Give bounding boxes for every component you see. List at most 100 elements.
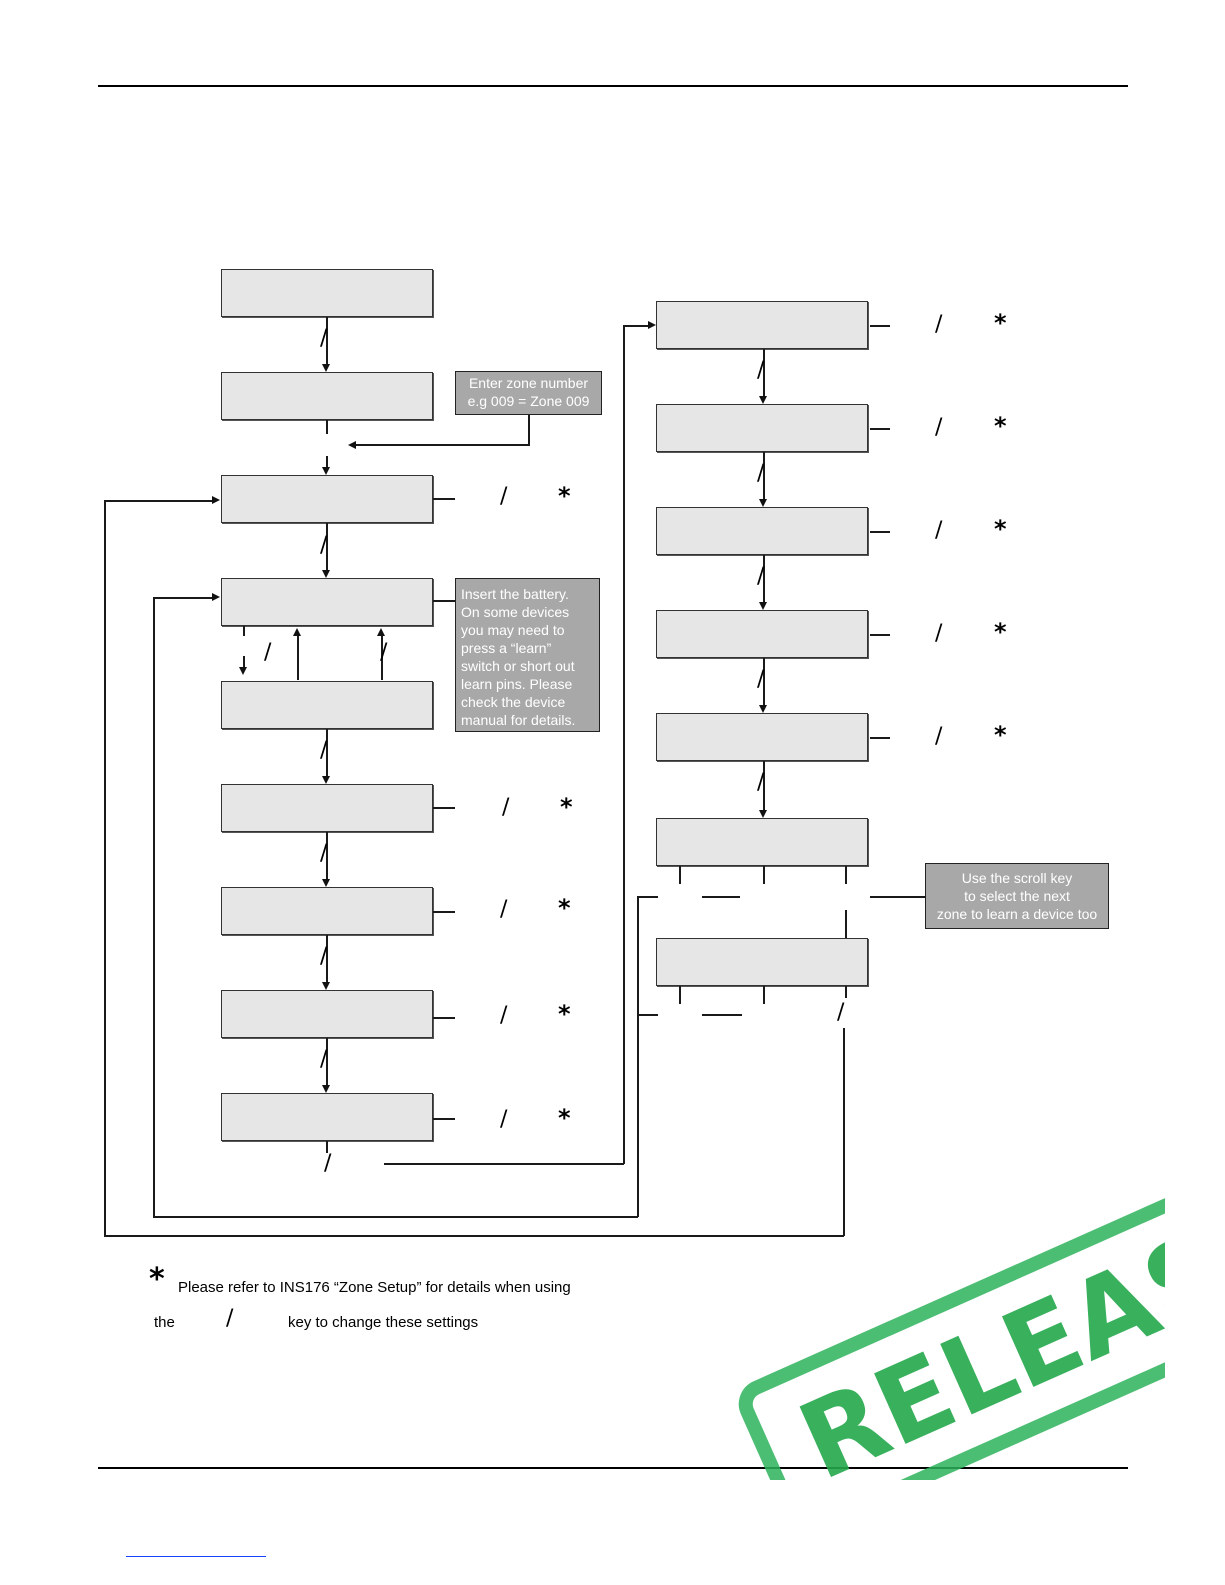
star-key-symbol: *: [994, 309, 1007, 337]
arrow-down-icon: [759, 499, 767, 507]
loop-line: [153, 597, 155, 1217]
slash-key-symbol: /: [757, 358, 765, 383]
loop-line: [623, 325, 625, 1164]
arrow-right-icon: [212, 496, 220, 504]
stamp-text: RELEASE: [782, 1178, 1165, 1480]
slash-key-symbol: /: [320, 841, 328, 866]
arrow-right-icon: [648, 321, 656, 329]
footnote-line-1: Please refer to INS176 “Zone Setup” for …: [178, 1279, 571, 1296]
connector: [433, 600, 455, 602]
footnote-line-2-end: key to change these settings: [288, 1314, 479, 1331]
loop-line: [637, 896, 639, 1217]
star-key-symbol: *: [558, 482, 571, 510]
slash-key-symbol: /: [935, 724, 943, 749]
connector: [243, 656, 245, 667]
connector: [528, 415, 530, 445]
arrow-down-icon: [322, 467, 330, 475]
loop-line: [104, 500, 213, 502]
note-line: Insert the battery.: [461, 586, 569, 602]
lcd-box-6: [221, 784, 433, 832]
slash-key-symbol: /: [226, 1306, 234, 1331]
note-zone-entry: Enter zone number e.g 009 = Zone 009: [455, 371, 602, 415]
connector: [702, 1014, 742, 1016]
arrow-up-icon: [377, 628, 385, 636]
connector: [870, 325, 890, 327]
slash-key-symbol: /: [837, 1000, 845, 1025]
note-line: press a “learn”: [461, 640, 552, 656]
star-key-symbol: *: [560, 793, 573, 821]
star-key-symbol: *: [994, 618, 1007, 646]
lcd-box-10: [656, 301, 868, 349]
connector: [381, 636, 383, 680]
loop-line: [104, 1235, 844, 1237]
note-line: check the device: [461, 694, 566, 710]
slash-key-symbol: /: [380, 640, 388, 665]
arrow-down-icon: [322, 364, 330, 372]
connector: [845, 910, 847, 938]
note-line: manual for details.: [461, 712, 576, 728]
loop-line: [153, 1216, 638, 1218]
loop-line: [843, 1028, 845, 1236]
note-scroll: Use the scroll key to select the next zo…: [925, 863, 1109, 929]
arrow-down-icon: [322, 1085, 330, 1093]
released-stamp: RELEASE: [738, 1165, 1165, 1480]
connector: [433, 1118, 455, 1120]
slash-key-symbol: /: [935, 621, 943, 646]
loop-line: [104, 500, 106, 1236]
connector: [326, 456, 328, 469]
star-key-symbol: *: [558, 894, 571, 922]
star-key-symbol: *: [558, 1104, 571, 1132]
connector: [763, 658, 765, 707]
arrow-down-icon: [759, 810, 767, 818]
loop-line: [384, 1163, 624, 1165]
slash-key-symbol: /: [500, 1107, 508, 1132]
note-line: learn pins. Please: [461, 676, 573, 692]
connector: [763, 986, 765, 1004]
arrow-down-icon: [759, 705, 767, 713]
note-line: switch or short out: [461, 658, 575, 674]
lcd-box-11: [656, 404, 868, 452]
lcd-box-2: [221, 372, 433, 420]
footer-link-underline: [126, 1556, 266, 1557]
connector: [763, 555, 765, 604]
note-line: you may need to: [461, 622, 565, 638]
connector: [243, 626, 245, 636]
slash-key-symbol: /: [757, 667, 765, 692]
connector: [870, 737, 890, 739]
slash-key-symbol: /: [935, 518, 943, 543]
connector: [326, 420, 328, 434]
slash-key-symbol: /: [320, 738, 328, 763]
connector: [326, 523, 328, 572]
slash-key-symbol: /: [757, 564, 765, 589]
connector: [638, 1014, 658, 1016]
connector: [763, 349, 765, 398]
note-line: e.g 009 = Zone 009: [467, 393, 590, 409]
lcd-box-14: [656, 713, 868, 761]
lcd-box-13: [656, 610, 868, 658]
connector: [702, 896, 740, 898]
slash-key-symbol: /: [320, 944, 328, 969]
arrow-down-icon: [322, 570, 330, 578]
connector: [326, 729, 328, 778]
connector: [845, 986, 847, 998]
footer-rule: [98, 1467, 1128, 1469]
connector: [297, 636, 299, 680]
arrow-down-icon: [322, 879, 330, 887]
note-line: Use the scroll key: [961, 870, 1073, 886]
arrow-left-icon: [348, 441, 356, 449]
connector: [763, 452, 765, 501]
note-line: zone to learn a device too: [936, 906, 1098, 922]
lcd-box-5: [221, 681, 433, 729]
lcd-box-3: [221, 475, 433, 523]
footnote-star-symbol: *: [149, 1262, 165, 1297]
connector: [433, 911, 455, 913]
slash-key-symbol: /: [935, 415, 943, 440]
footnote-line-2-start: the: [154, 1314, 175, 1331]
lcd-box-1: [221, 269, 433, 317]
arrow-down-icon: [759, 396, 767, 404]
slash-key-symbol: /: [502, 795, 510, 820]
star-key-symbol: *: [558, 1000, 571, 1028]
connector: [870, 428, 890, 430]
star-key-symbol: *: [994, 515, 1007, 543]
